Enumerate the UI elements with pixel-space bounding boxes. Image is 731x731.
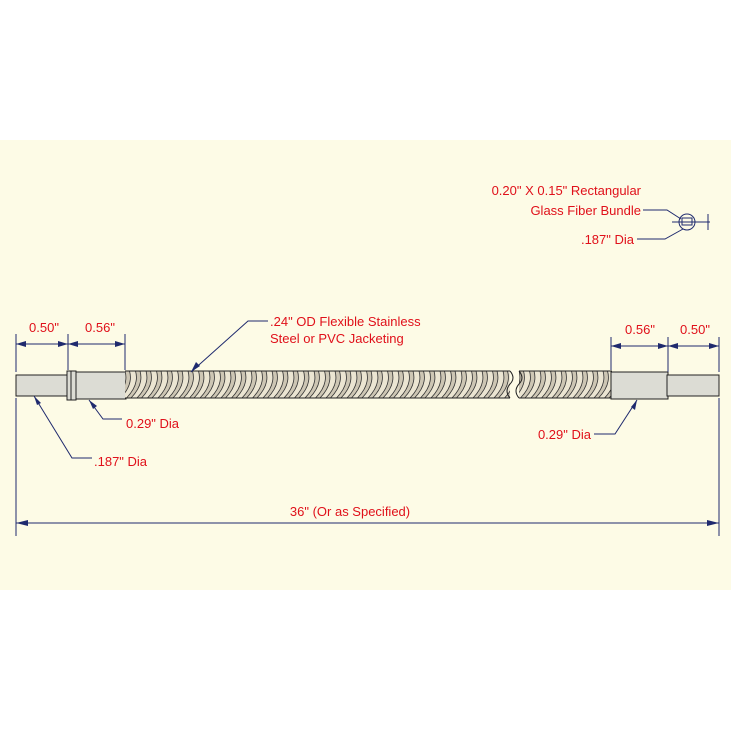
left-tip — [15, 374, 69, 397]
right-ferrule-dia-label: 0.29" Dia — [538, 427, 592, 442]
jacket-label-line2: Steel or PVC Jacketing — [270, 331, 404, 346]
right-ferrule-length-label: 0.56" — [625, 322, 655, 337]
left-ferrule-dia-label: 0.29" Dia — [126, 416, 180, 431]
right-end — [610, 371, 720, 400]
left-tip-length-label: 0.50" — [29, 320, 59, 335]
right-ferrule — [610, 371, 669, 400]
left-tip-dia-leader — [33, 395, 92, 459]
bundle-leader — [643, 209, 682, 220]
jacket-label-line1: .24" OD Flexible Stainless — [270, 314, 421, 329]
left-ferrule — [75, 371, 127, 400]
break-mark-right — [515, 370, 523, 399]
right-tip — [666, 374, 720, 397]
jacket-coil — [519, 370, 525, 394]
flexible-jacket-left — [125, 370, 510, 399]
flexible-jacket-right — [519, 370, 612, 399]
dimension-right-segments — [610, 337, 720, 372]
jacket-coil — [125, 370, 131, 394]
end-dia-leader — [637, 228, 684, 240]
end-dia-label: .187" Dia — [581, 232, 635, 247]
jacket-leader — [190, 320, 268, 373]
break-mark-left — [506, 370, 514, 399]
bundle-label-line1: 0.20" X 0.15" Rectangular — [492, 183, 642, 198]
drawing-sheet — [0, 140, 731, 590]
bundle-label-line2: Glass Fiber Bundle — [530, 203, 641, 218]
right-tip-length-label: 0.50" — [680, 322, 710, 337]
left-ferrule-length-label: 0.56" — [85, 320, 115, 335]
overall-length-dimension — [15, 398, 720, 536]
right-ferrule-dia-leader — [594, 399, 638, 435]
left-end — [15, 370, 127, 401]
overall-length-label: 36" (Or as Specified) — [290, 504, 410, 519]
left-tip-dia-label: .187" Dia — [94, 454, 148, 469]
dimension-left-segments — [15, 334, 126, 372]
bundle-end-view — [637, 209, 710, 240]
